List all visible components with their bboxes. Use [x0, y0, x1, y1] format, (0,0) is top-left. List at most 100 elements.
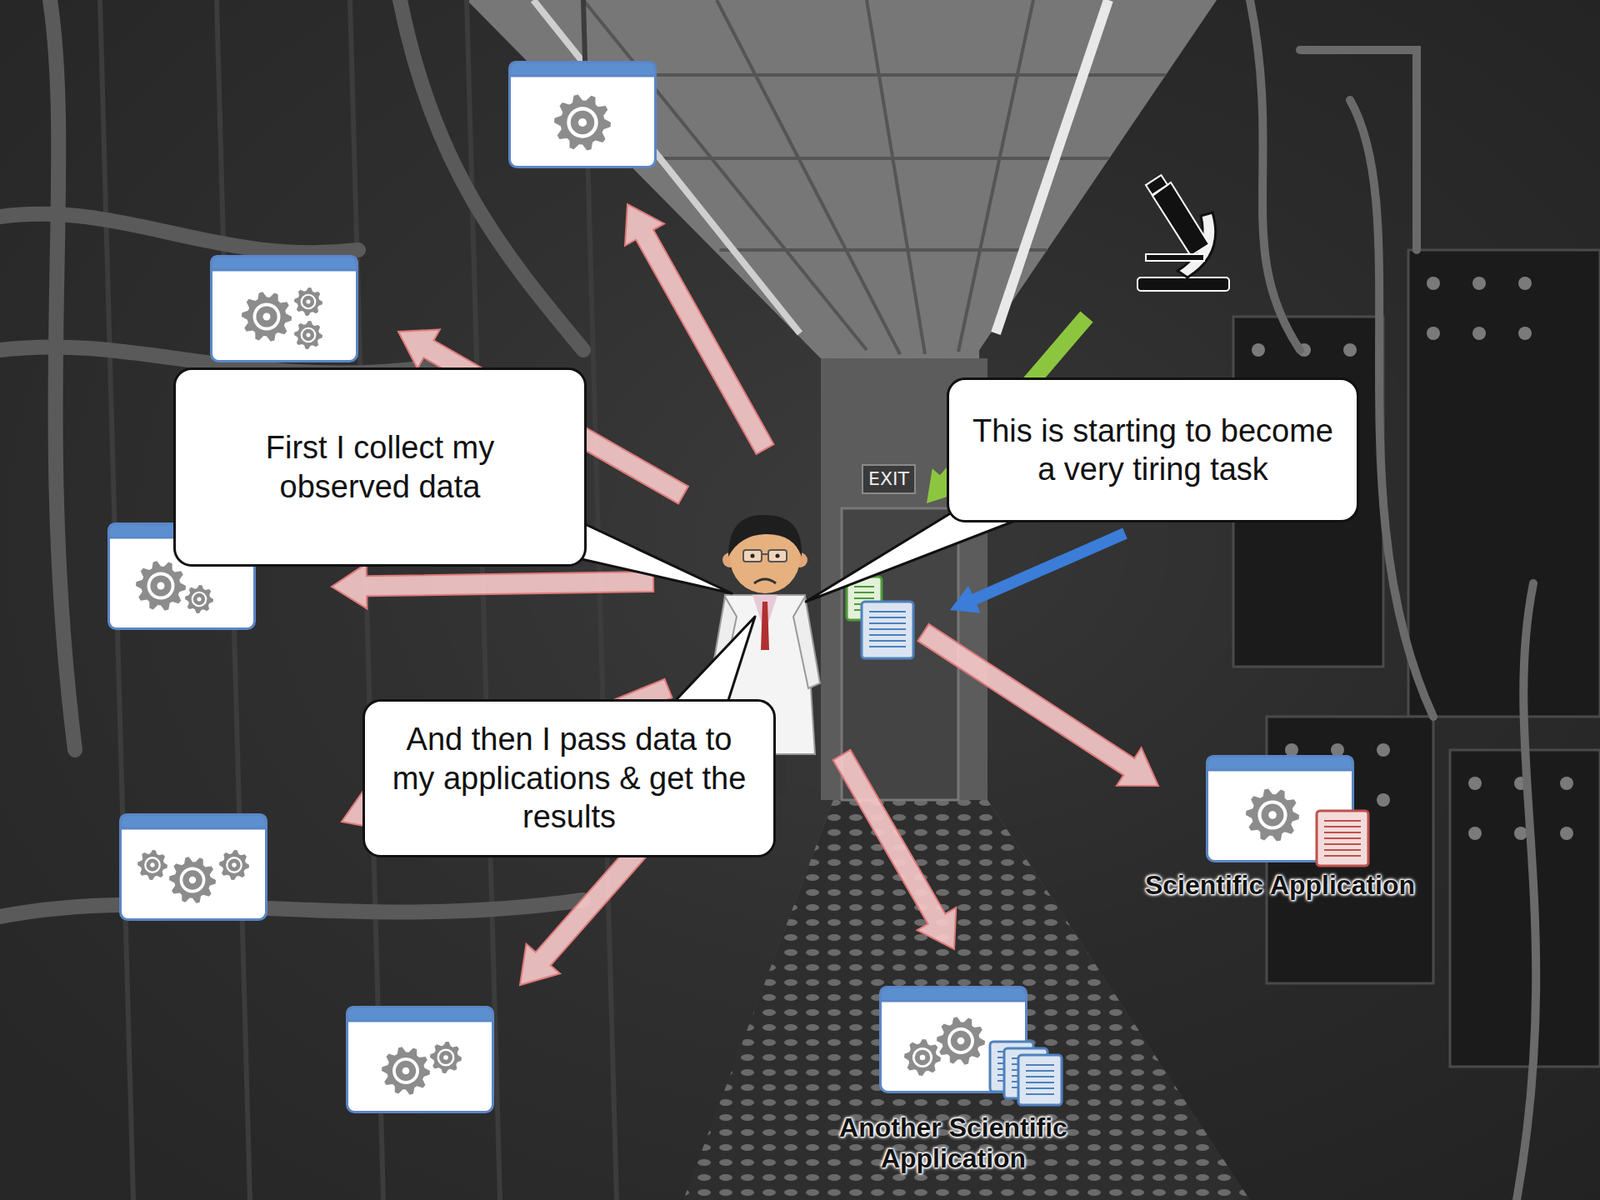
illustration-circle — [1343, 343, 1357, 357]
app-window — [120, 815, 267, 920]
app-window-outline — [879, 985, 1028, 1094]
illustration-rect — [1145, 175, 1168, 195]
illustration-path — [683, 800, 1250, 1200]
illustration-rect — [211, 256, 358, 362]
gear-icon — [219, 850, 250, 880]
illustration-circle — [775, 554, 780, 559]
app-window — [510, 62, 656, 168]
illustration-circle — [1261, 804, 1285, 827]
illustration-path — [625, 204, 774, 455]
illustration-path — [917, 624, 1159, 786]
illustration-path — [381, 1046, 430, 1095]
illustration-rect — [1408, 250, 1600, 717]
illustration-circle — [1472, 326, 1486, 340]
speech-text: This is starting to become a very tiring… — [972, 411, 1334, 490]
illustration-circle — [439, 1050, 453, 1065]
illustration-circle — [225, 856, 243, 874]
document-icon — [1316, 810, 1369, 866]
illustration-path — [185, 585, 214, 614]
illustration-path — [241, 291, 292, 341]
illustration-circle — [402, 1067, 410, 1075]
app-label: Another Scientific Application — [795, 1112, 1112, 1175]
illustration-line — [1025, 1081, 1055, 1084]
illustration-path — [135, 560, 186, 610]
illustration-rect — [510, 62, 656, 168]
illustration-circle — [950, 1030, 971, 1051]
illustration-line — [869, 634, 906, 636]
illustration-line — [1324, 825, 1361, 828]
speech-bubble: And then I pass data to my applications … — [362, 699, 776, 858]
illustration-circle — [1468, 776, 1482, 790]
documents — [846, 576, 914, 659]
illustration-path — [347, 1007, 494, 1022]
gear-icon — [1245, 788, 1300, 841]
data-arrows — [331, 204, 1159, 985]
illustration-path — [1152, 182, 1210, 256]
illustration-circle — [1518, 326, 1532, 340]
illustration-circle — [227, 858, 240, 871]
illustration-line — [626, 156, 1110, 160]
illustration-line — [866, 0, 925, 355]
illustration-line — [958, 0, 1034, 352]
illustration-line — [1025, 1087, 1055, 1090]
illustration-path — [169, 856, 216, 903]
illustration-circle — [300, 294, 317, 310]
illustration-line — [716, 0, 900, 355]
illustration-circle — [144, 856, 161, 874]
illustration-circle — [1514, 826, 1528, 840]
illustration-line — [583, 0, 867, 350]
illustration-line — [995, 0, 1109, 334]
illustration-path — [880, 987, 1027, 1002]
gear-icon — [137, 850, 168, 880]
app-window-outline — [1205, 755, 1355, 863]
app-window: Another Scientific Application — [879, 985, 1028, 1094]
illustration-circle — [147, 572, 175, 600]
illustration-line — [1025, 1064, 1055, 1066]
illustration-line — [869, 622, 906, 625]
illustration-line — [761, 553, 769, 555]
illustration-path — [137, 850, 168, 880]
illustration-path — [294, 287, 323, 316]
illustration-path — [904, 1039, 941, 1076]
illustration-path — [219, 850, 250, 880]
illustration-line — [869, 628, 906, 630]
app-window — [211, 256, 358, 362]
illustration-path — [1245, 788, 1300, 841]
illustration-circle — [145, 858, 159, 871]
illustration-rect — [861, 601, 914, 659]
illustration-line — [720, 248, 1048, 252]
illustration-path — [331, 563, 654, 609]
illustration-circle — [305, 332, 310, 337]
illustration-circle — [570, 110, 595, 135]
illustration-circle — [189, 876, 196, 884]
illustration-circle — [1257, 800, 1287, 830]
illustration-circle — [912, 1047, 933, 1068]
illustration-circle — [947, 1027, 975, 1055]
illustration-circle — [1330, 743, 1345, 757]
illustration-circle — [231, 862, 236, 867]
gear-icon — [294, 320, 323, 350]
illustration-line — [1324, 837, 1361, 840]
illustration-rect — [768, 550, 787, 562]
illustration-path — [430, 1041, 462, 1074]
illustration-circle — [437, 1049, 455, 1067]
illustration-path — [754, 579, 776, 584]
illustration-circle — [443, 1055, 449, 1060]
illustration-path — [728, 515, 802, 557]
illustration-circle — [302, 329, 315, 341]
illustration-circle — [957, 1037, 965, 1045]
illustration-line — [1025, 1070, 1055, 1072]
gear-icon — [430, 1041, 462, 1074]
illustration-circle — [566, 106, 598, 138]
illustration-circle — [1560, 826, 1574, 840]
illustration-circle — [253, 303, 281, 331]
pointer-arrow — [950, 528, 1128, 614]
speech-text: And then I pass data to my applications … — [388, 720, 750, 836]
illustration-circle — [305, 299, 310, 304]
illustration-path — [120, 815, 267, 830]
illustration-path — [936, 1016, 985, 1065]
gear-icon — [185, 585, 214, 614]
illustration-rect — [1316, 810, 1369, 866]
